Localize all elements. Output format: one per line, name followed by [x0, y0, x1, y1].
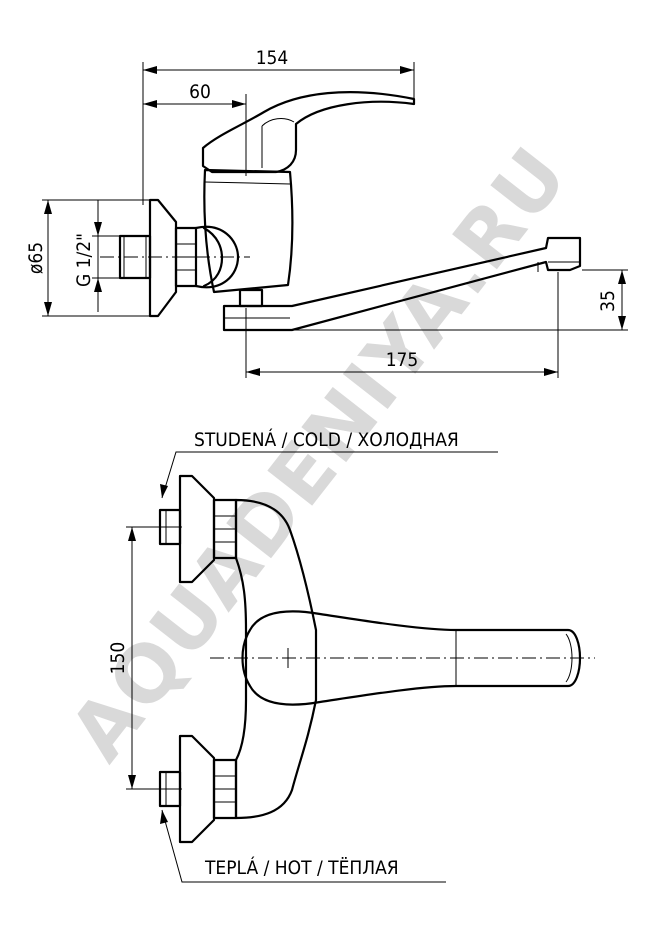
side-wall-flange	[148, 198, 178, 318]
dim-35: 35	[294, 269, 628, 331]
side-view	[100, 91, 582, 332]
dim-thread: G 1/2"	[73, 200, 122, 312]
dim-flange-diameter: ø65	[25, 199, 152, 317]
dim-60-label: 60	[189, 81, 211, 103]
leader-cold: STUDENÁ / COLD / ХОЛОДНАЯ	[160, 428, 498, 499]
dim-flange-diameter-label: ø65	[25, 242, 47, 274]
side-ring	[238, 288, 264, 308]
leader-hot: TEPLÁ / HOT / TЁПЛАЯ	[160, 809, 446, 883]
dim-60: 60	[143, 81, 247, 176]
dim-154: 154	[142, 47, 415, 205]
top-lever	[241, 610, 582, 706]
top-view	[158, 474, 595, 844]
dim-175: 175	[245, 272, 559, 378]
label-cold: STUDENÁ / COLD / ХОЛОДНАЯ	[194, 428, 459, 451]
dim-150: 150	[107, 526, 182, 790]
watermark: AQUADENIYA.RU	[53, 131, 586, 778]
side-lever	[201, 91, 416, 174]
top-flange-lower	[178, 734, 216, 844]
top-flange-upper	[178, 474, 216, 584]
top-body	[234, 498, 318, 820]
dim-150-label: 150	[107, 642, 129, 675]
side-spout	[222, 236, 582, 332]
dim-175-label: 175	[386, 349, 419, 371]
dim-35-label: 35	[597, 290, 619, 312]
label-hot: TEPLÁ / HOT / TЁПЛАЯ	[204, 856, 399, 879]
dim-154-label: 154	[256, 47, 289, 69]
dim-thread-label: G 1/2"	[73, 233, 95, 287]
side-valve-body	[203, 168, 294, 294]
